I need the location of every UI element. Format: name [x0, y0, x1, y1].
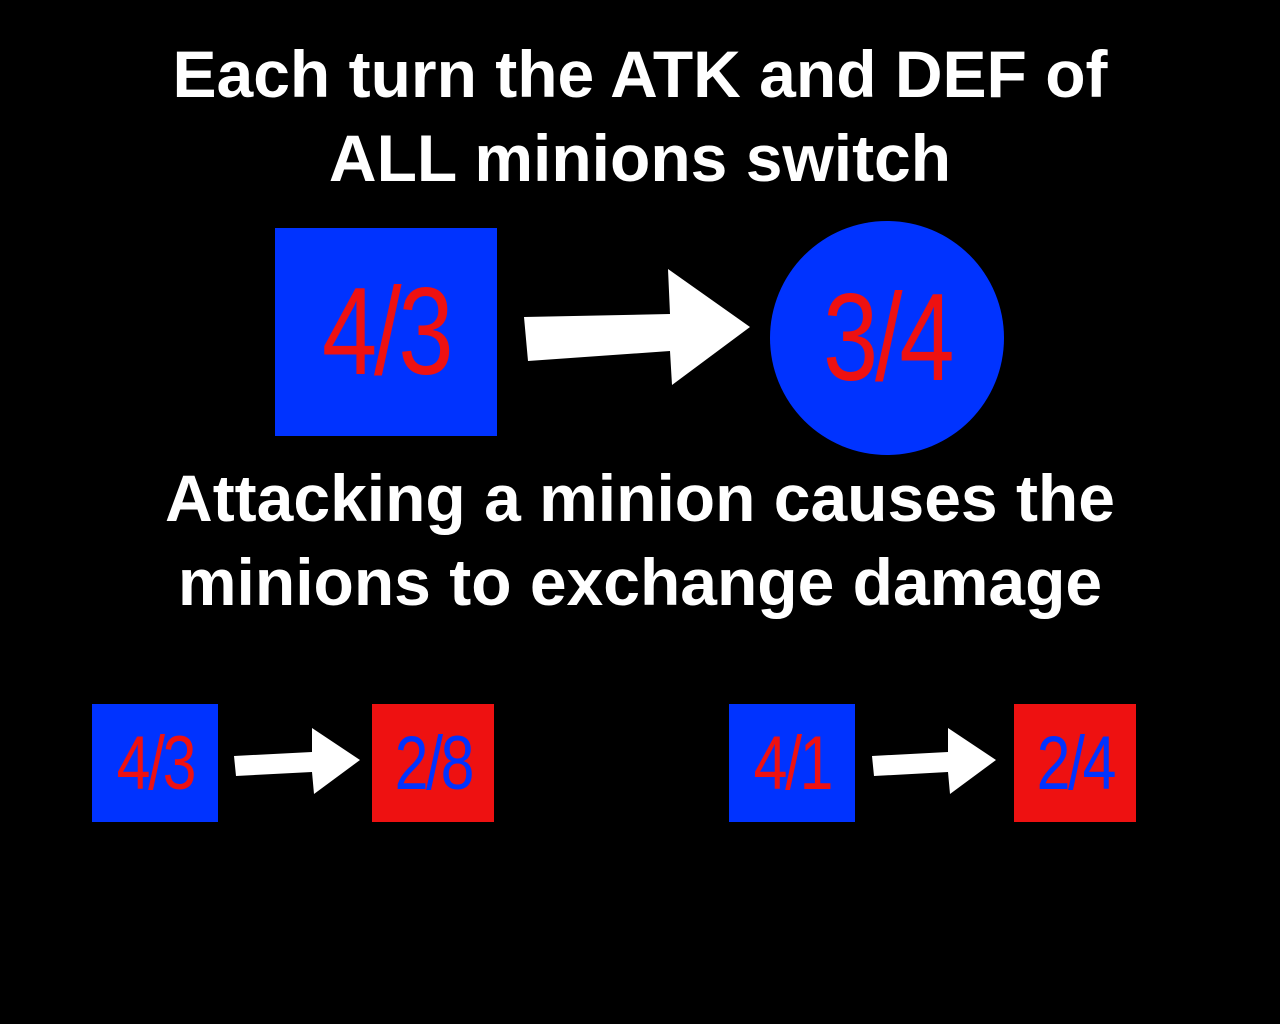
example-2-minion-before: 4/1 — [729, 704, 855, 822]
right-arrow-icon — [524, 269, 750, 385]
minion-stats: 4/1 — [753, 720, 833, 806]
arrow-shape — [524, 269, 750, 385]
caption-line: Each turn the ATK and DEF of — [172, 37, 1108, 111]
minion-stats: 4/3 — [321, 263, 454, 401]
arrow-shape — [234, 728, 360, 794]
rule-caption-exchange: Attacking a minion causes the minions to… — [0, 456, 1280, 624]
example-1-minion-before: 4/3 — [92, 704, 218, 822]
right-arrow-icon — [872, 728, 996, 794]
caption-line: Attacking a minion causes the — [165, 461, 1115, 535]
minion-stats: 2/8 — [394, 720, 474, 806]
arrow-shape — [872, 728, 996, 794]
caption-line: minions to exchange damage — [177, 545, 1103, 619]
minion-stats: 3/4 — [822, 269, 955, 407]
example-1-minion-after: 2/8 — [372, 704, 494, 822]
caption-line: ALL minions switch — [328, 121, 952, 195]
rule-caption-switch: Each turn the ATK and DEF of ALL minions… — [0, 32, 1280, 200]
minion-stats: 2/4 — [1036, 720, 1116, 806]
example-2-minion-after: 2/4 — [1014, 704, 1136, 822]
minion-card-before-switch: 4/3 — [275, 228, 497, 436]
minion-stats: 4/3 — [116, 720, 196, 806]
minion-card-after-switch: 3/4 — [770, 221, 1004, 455]
right-arrow-icon — [234, 728, 360, 794]
